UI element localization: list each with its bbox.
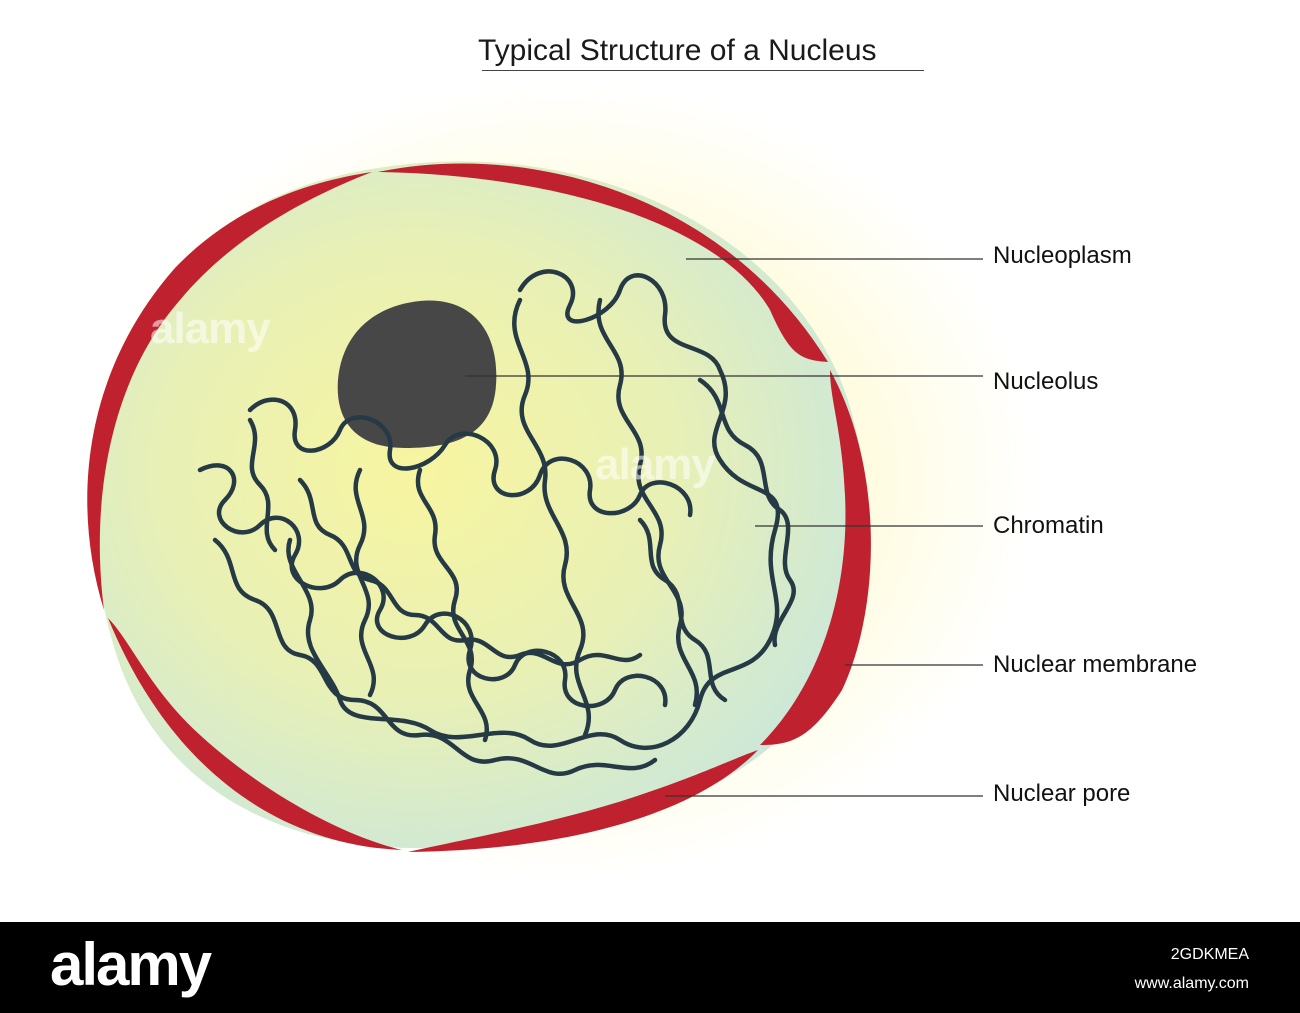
- chromatin-strand: [697, 377, 796, 648]
- label-nuclear-pore: Nuclear pore: [993, 780, 1131, 807]
- nucleus-diagram: [87, 161, 983, 852]
- chromatin-strand: [247, 397, 693, 518]
- diagram-area: Typical Structure of a Nucleus Nucleopla…: [0, 0, 1300, 922]
- chromatin-strand: [286, 269, 781, 751]
- watermark: alamy: [885, 695, 1006, 744]
- chromatin-strand: [353, 467, 377, 698]
- membrane-segment: [108, 618, 402, 850]
- title-underline: [482, 70, 924, 71]
- page-title: Typical Structure of a Nucleus: [478, 34, 877, 67]
- chromatin-strand: [415, 467, 489, 743]
- chromatin: [197, 269, 796, 777]
- label-chromatin: Chromatin: [993, 512, 1104, 539]
- membrane-segment: [378, 163, 828, 362]
- membrane-segment: [408, 750, 758, 852]
- footer-bar: alamy 2GDKMEA www.alamy.com: [0, 922, 1300, 1013]
- nuclear-membrane: [87, 163, 871, 852]
- membrane-segment: [760, 370, 871, 745]
- nucleoplasm: [93, 161, 864, 849]
- label-nuclear-membrane: Nuclear membrane: [993, 651, 1198, 678]
- nucleolus: [337, 300, 497, 448]
- chromatin-strand: [212, 537, 658, 777]
- watermark: alamy: [1040, 304, 1161, 353]
- label-nucleoplasm: Nucleoplasm: [993, 242, 1132, 269]
- watermark: alamy: [150, 304, 271, 353]
- leader-lines: [465, 258, 983, 797]
- chromatin-strand: [247, 417, 278, 553]
- chromatin-strand: [297, 477, 643, 667]
- chromatin-strand: [637, 517, 728, 703]
- watermark: alamy: [595, 440, 716, 489]
- label-nucleolus: Nucleolus: [993, 368, 1099, 395]
- watermark: alamy: [20, 695, 141, 744]
- chromatin-strand: [197, 463, 668, 709]
- chromatin-strand: [596, 297, 699, 708]
- footer-image-id: 2GDKMEA: [1170, 946, 1249, 963]
- footer-logo: alamy: [50, 931, 212, 998]
- footer-url: www.alamy.com: [1134, 975, 1249, 992]
